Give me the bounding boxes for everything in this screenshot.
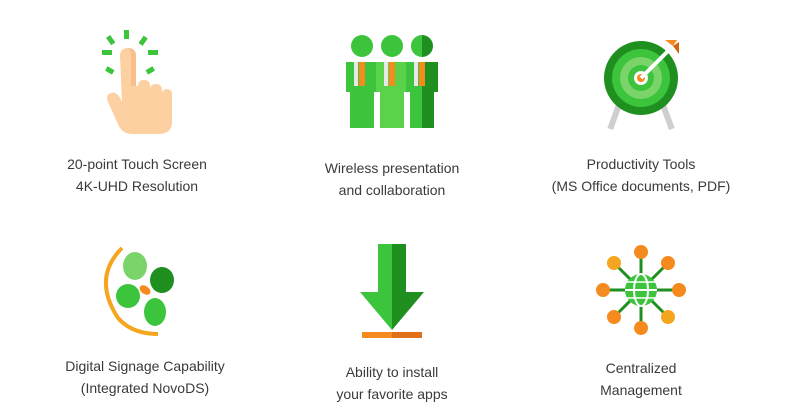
feature-line2: (MS Office documents, PDF)	[551, 178, 731, 194]
signage-fan-icon	[104, 246, 174, 336]
feature-centralized-management: Centralized Management	[508, 238, 774, 401]
download-arrow-icon	[360, 244, 424, 338]
feature-wireless-presentation: Wireless presentation and collaboration	[259, 28, 525, 201]
target-dart-icon	[604, 40, 679, 131]
feature-line2: (Integrated NovoDS)	[80, 380, 210, 396]
people-group-icon	[346, 35, 438, 128]
feature-line1: Centralized	[605, 360, 677, 376]
feature-line2: and collaboration	[338, 182, 446, 198]
feature-digital-signage: Digital Signage Capability (Integrated N…	[12, 238, 278, 399]
feature-line1: 20-point Touch Screen	[67, 156, 207, 172]
feature-line1: Ability to install	[345, 364, 439, 380]
feature-productivity-tools: Productivity Tools (MS Office documents,…	[508, 28, 774, 197]
network-globe-icon	[596, 245, 686, 335]
feature-install-apps: Ability to install your favorite apps	[259, 238, 525, 405]
feature-line2: Management	[600, 382, 682, 398]
feature-line1: Digital Signage Capability	[65, 358, 225, 374]
feature-line1: Wireless presentation	[324, 160, 460, 176]
feature-line2: 4K-UHD Resolution	[75, 178, 199, 194]
feature-touch-screen: 20-point Touch Screen 4K-UHD Resolution	[4, 28, 270, 197]
touch-hand-icon	[102, 30, 172, 134]
feature-line2: your favorite apps	[336, 386, 448, 402]
feature-line1: Productivity Tools	[586, 156, 696, 172]
